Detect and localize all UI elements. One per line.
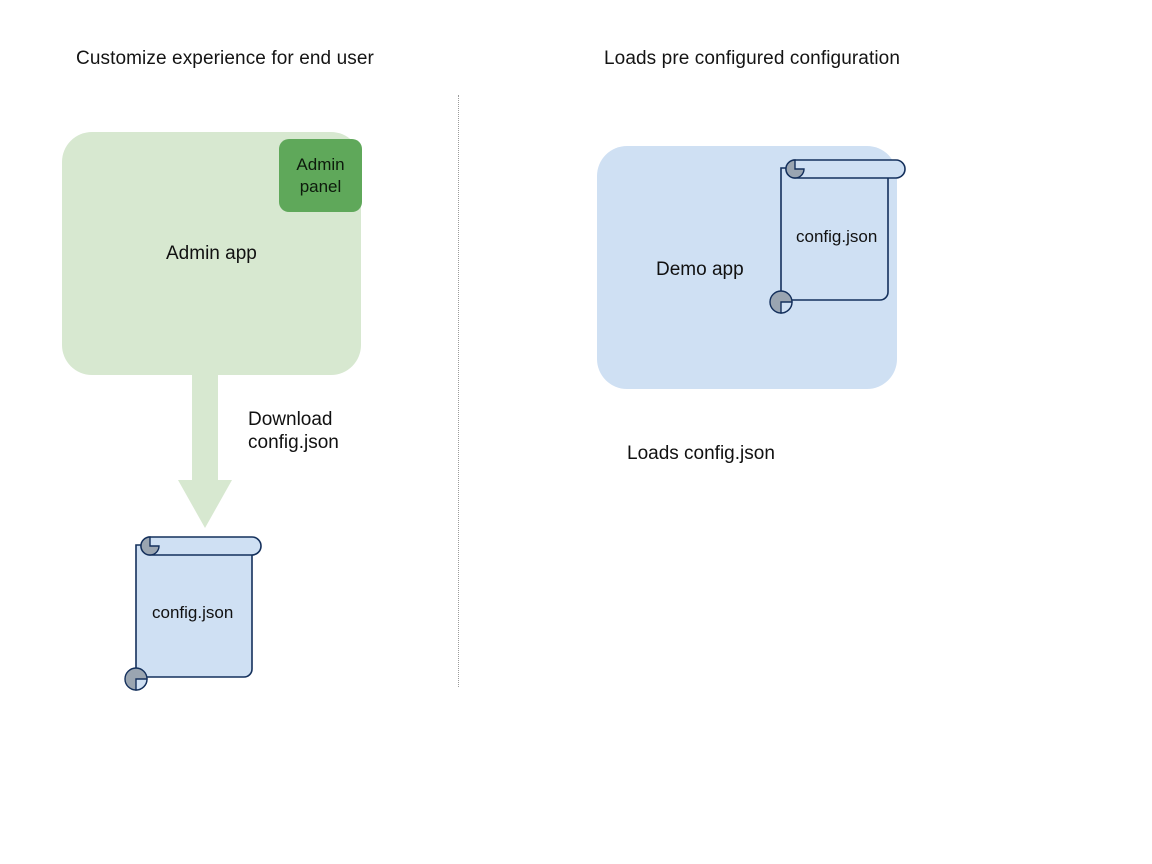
download-arrow-label-line2: config.json — [248, 432, 339, 453]
admin-panel-label: Admin panel — [296, 154, 344, 198]
download-arrow-label-line1: Download — [248, 409, 333, 430]
right-column-heading: Loads pre configured configuration — [604, 48, 900, 69]
config-json-label-right: config.json — [796, 227, 878, 246]
admin-app-label: Admin app — [166, 243, 257, 264]
config-json-document-left[interactable] — [118, 525, 270, 693]
config-json-label-left: config.json — [152, 603, 234, 622]
admin-panel-label-line1: Admin — [296, 154, 345, 174]
download-arrow-icon — [178, 370, 232, 528]
download-arrow-label: Download config.json — [248, 408, 339, 454]
admin-panel-badge[interactable]: Admin panel — [279, 139, 362, 212]
demo-app-label: Demo app — [656, 259, 744, 280]
admin-panel-label-line2: panel — [299, 176, 342, 196]
config-json-document-right[interactable] — [766, 150, 916, 315]
column-divider — [458, 95, 459, 687]
left-column-heading: Customize experience for end user — [76, 48, 374, 69]
loads-config-caption: Loads config.json — [627, 443, 775, 464]
